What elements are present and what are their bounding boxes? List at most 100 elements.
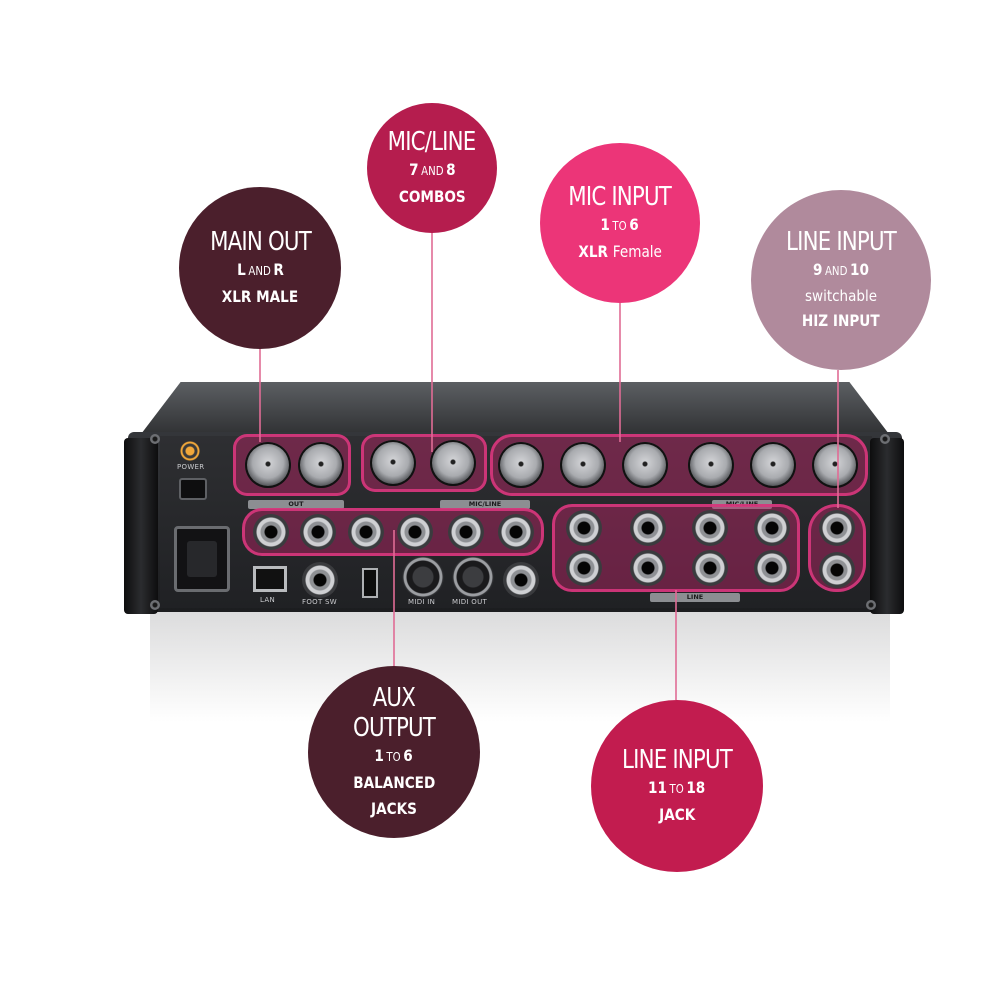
iec-power-socket: [174, 526, 230, 592]
line-input-switchable: switchable: [805, 286, 877, 305]
line-input-12-jack: [754, 550, 790, 586]
lan-port: [253, 566, 287, 592]
line-input-to: TO: [669, 781, 685, 796]
main-out-title: MAIN OUT: [209, 226, 312, 257]
screw: [866, 600, 876, 610]
main-out-type: XLR MALE: [221, 286, 299, 306]
power-icon: [180, 441, 200, 461]
main-out-and: AND: [247, 263, 271, 278]
midi-out-port: [452, 556, 494, 598]
line-input-13-jack: [692, 510, 728, 546]
aux-output-4-jack: [397, 514, 433, 550]
power-label: POWER: [177, 463, 205, 471]
line-input-hiz: HIZ INPUT: [802, 310, 880, 330]
left-side-handle: [124, 438, 158, 614]
mic-line-channel-8: 8: [445, 159, 456, 179]
lan-label: LAN: [260, 596, 275, 604]
mic-input-type: XLR Female: [578, 239, 662, 265]
aux-output-6-jack: [498, 514, 534, 550]
mic-input-xlr: XLR: [578, 241, 608, 261]
device-reflection: [150, 612, 890, 722]
right-side-handle: [870, 438, 904, 614]
mic-input-until: 6: [629, 214, 640, 234]
main-out-r-connector: [298, 442, 344, 488]
line-input-9-jack: [819, 510, 855, 546]
foot-sw-label: FOOT SW: [302, 598, 338, 606]
mic-input-highlight: [490, 434, 868, 496]
mic-input-3-connector: [688, 442, 734, 488]
aux-output-1-jack: [253, 514, 289, 550]
screw: [150, 434, 160, 444]
aux-output-title-1: AUX: [372, 682, 416, 713]
aux-output-balanced: BALANCED: [352, 772, 436, 792]
line-input-17-jack: [566, 510, 602, 546]
line-input-11-18-type: JACK: [658, 804, 696, 824]
mic-line-and: AND: [420, 163, 444, 178]
line-input-9-10-title: LINE INPUT: [786, 226, 897, 257]
combo-7-connector: [370, 440, 416, 486]
mic-input-from: 1: [600, 214, 611, 234]
out-label: OUT: [248, 500, 344, 509]
mic-input-5-connector: [560, 442, 606, 488]
screw: [150, 600, 160, 610]
mic-input-to: TO: [612, 218, 628, 233]
mic-input-female: Female: [612, 241, 662, 261]
headphone-jack: [503, 562, 539, 598]
line-input-channel-9: 9: [813, 259, 823, 279]
aux-output-highlight: [242, 508, 544, 556]
power-switch[interactable]: [179, 478, 207, 500]
midi-out-label: MIDI OUT: [452, 598, 488, 606]
mic-line-title: MIC/LINE: [388, 126, 477, 157]
aux-output-5-jack: [448, 514, 484, 550]
line-input-14-jack: [692, 550, 728, 586]
midi-in-label: MIDI IN: [408, 598, 436, 606]
mic-line-channel-7: 7: [408, 159, 419, 179]
aux-output-2-jack: [300, 514, 336, 550]
line-input-10-jack: [819, 552, 855, 588]
main-out-l-connector: [245, 442, 291, 488]
main-out-channel-r: R: [272, 259, 284, 279]
mic-input-6-connector: [498, 442, 544, 488]
foot-switch-jack: [302, 562, 338, 598]
aux-output-to: TO: [386, 749, 402, 764]
screw: [880, 434, 890, 444]
aux-output-until: 6: [403, 745, 414, 765]
mic-line-label: MIC/LINE: [440, 500, 530, 509]
line-input-11-jack: [754, 510, 790, 546]
line-input-11-18-title: LINE INPUT: [622, 744, 733, 775]
line-input-from: 11: [648, 777, 668, 797]
midi-in-port: [402, 556, 444, 598]
aux-output-title-2: OUTPUT: [353, 712, 436, 743]
aux-output-3-jack: [348, 514, 384, 550]
line-input-18-jack: [566, 550, 602, 586]
line-input-channel-10: 10: [850, 259, 869, 279]
line-input-and: AND: [825, 263, 848, 278]
mic-input-2-connector: [750, 442, 796, 488]
mic-input-1-connector: [812, 442, 858, 488]
aux-output-from: 1: [374, 745, 385, 765]
mic-input-title: MIC INPUT: [568, 181, 673, 212]
aux-output-jacks: JACKS: [371, 798, 417, 818]
combo-8-connector: [430, 440, 476, 486]
line-input-16-jack: [630, 550, 666, 586]
line-label: LINE: [650, 593, 740, 602]
line-input-15-jack: [630, 510, 666, 546]
main-out-channel-l: L: [236, 259, 246, 279]
usb-port: [362, 568, 378, 598]
line-input-until: 18: [686, 777, 706, 797]
mic-line-type: COMBOS: [398, 186, 466, 206]
mic-input-4-connector: [622, 442, 668, 488]
